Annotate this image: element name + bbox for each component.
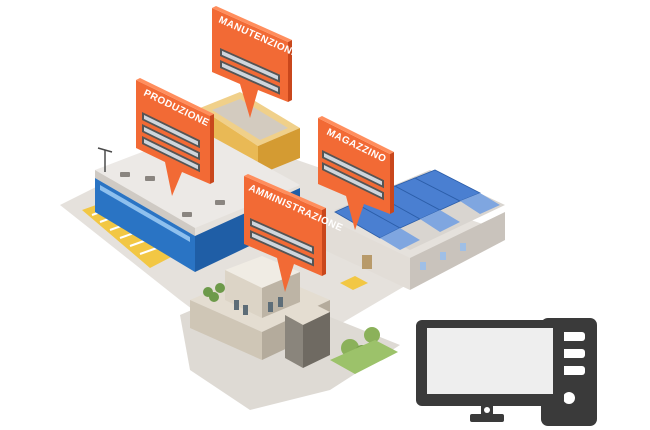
server-rack-icon <box>250 218 314 267</box>
desktop-computer-icon <box>416 318 597 426</box>
warehouse-building <box>320 169 505 290</box>
trees <box>330 327 398 374</box>
server-rack-icon <box>322 150 384 201</box>
server-rack-icon <box>142 112 200 173</box>
server-rack-icon <box>220 48 280 95</box>
administration-building <box>190 256 398 374</box>
monitor-screen <box>427 328 553 394</box>
